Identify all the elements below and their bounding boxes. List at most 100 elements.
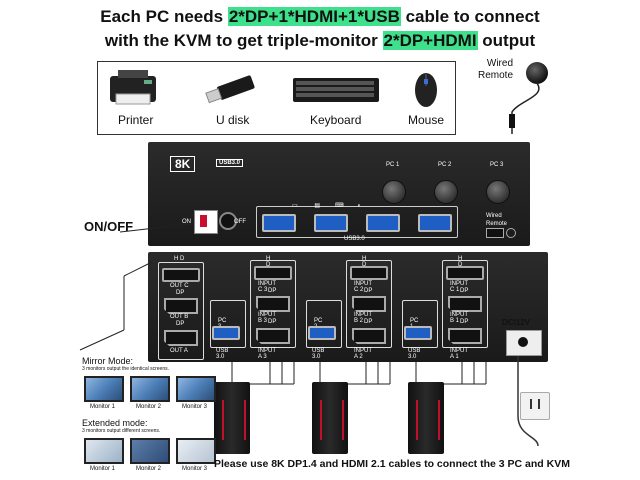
input-b-dp-port[interactable] xyxy=(256,296,290,312)
front-usb-frame xyxy=(256,206,458,238)
pc2-button[interactable] xyxy=(434,180,458,204)
headline-line-1: Each PC needs 2*DP+1*HDMI+1*USB cable to… xyxy=(0,7,640,27)
front-usb-port-2[interactable] xyxy=(314,214,348,232)
remote-port[interactable] xyxy=(486,228,504,238)
input-frame xyxy=(442,260,488,348)
dc-power-port[interactable] xyxy=(506,330,542,356)
input-dp-label-1: DP xyxy=(460,288,469,294)
usb-drive-icon xyxy=(202,74,262,104)
input-dp-label-2: DP xyxy=(268,319,277,325)
mirror-monitor-2-label: Monitor 2 xyxy=(136,404,162,410)
out-a-dp-port[interactable] xyxy=(164,330,198,346)
printer-icon xyxy=(104,68,162,108)
mirror-monitor-3-icon xyxy=(176,376,216,402)
pc-tower-3-icon xyxy=(214,382,250,454)
input-a-dp-port[interactable] xyxy=(352,328,386,344)
input-hd-label: H D xyxy=(458,256,463,268)
usb-host-port[interactable] xyxy=(308,326,336,340)
badge-usb3: USB3.0 xyxy=(216,159,244,167)
pc-tower-2-icon xyxy=(312,382,348,454)
front-usb-port-4[interactable] xyxy=(418,214,452,232)
input-a-label: INPUT A 3 xyxy=(258,348,276,360)
extended-monitor-2-icon xyxy=(130,438,170,464)
extended-monitor-2-label: Monitor 2 xyxy=(136,466,162,472)
output-port-group xyxy=(158,262,204,360)
input-b-label: INPUT B 1 xyxy=(450,312,468,324)
front-usb-device-icons: ▭ ▤ ⌨ ◖ xyxy=(292,203,361,209)
input-hd-label: H D xyxy=(266,256,271,268)
device-label-keyboard: Keyboard xyxy=(310,113,362,127)
device-label-mouse: Mouse xyxy=(408,113,445,127)
front-usb-port-1[interactable] xyxy=(262,214,296,232)
power-switch[interactable] xyxy=(194,210,218,234)
out-c-label: OUT C xyxy=(170,283,189,289)
usb-label: USB 3.0 xyxy=(216,348,229,360)
headline-text: with the KVM to get triple-monitor xyxy=(104,31,383,50)
out-b-label: OUT B xyxy=(170,314,189,320)
out-hd-label: H D xyxy=(174,256,185,262)
headline-text: Each PC needs xyxy=(100,7,228,26)
power-indicator-icon xyxy=(219,212,237,230)
mirror-monitor-3-label: Monitor 3 xyxy=(182,404,208,410)
wired-remote-label-line2: Remote xyxy=(478,70,514,81)
kvm-rear-panel: H D OUT C DP OUT B DP OUT A PC 3 USB 3.0… xyxy=(148,252,548,362)
input-a-label: INPUT A 1 xyxy=(450,348,468,360)
input-c-hdmi-port[interactable] xyxy=(350,266,388,280)
input-b-label: INPUT B 2 xyxy=(354,312,372,324)
pc1-button[interactable] xyxy=(382,180,406,204)
input-b-dp-port[interactable] xyxy=(448,296,482,312)
wired-remote-button-icon[interactable] xyxy=(526,62,548,84)
headline-text: cable to connect xyxy=(400,7,540,26)
extended-monitor-1-icon xyxy=(84,438,124,464)
mirror-mode-desc: 3 monitors output the identical screens. xyxy=(82,366,169,372)
front-remote-label-line1: Wired xyxy=(486,213,502,219)
pc3-button[interactable] xyxy=(486,180,510,204)
front-usb-label: USB3.0 xyxy=(344,236,365,242)
extended-monitor-3-label: Monitor 3 xyxy=(182,466,208,472)
input-c-hdmi-port[interactable] xyxy=(446,266,484,280)
input-hd-label: H D xyxy=(362,256,367,268)
remote-jack-icon xyxy=(506,228,516,238)
mirror-monitor-2-icon xyxy=(130,376,170,402)
extended-mode-desc: 3 monitors output different screens. xyxy=(82,428,161,434)
out-b-dp-port[interactable] xyxy=(164,298,198,314)
on-label: ON xyxy=(182,219,191,225)
off-label: OFF xyxy=(234,219,246,225)
input-frame xyxy=(250,260,296,348)
badge-8k: 8K xyxy=(170,156,196,172)
power-adapter-icon xyxy=(520,392,550,420)
wired-remote-label-line1: Wired xyxy=(486,58,514,69)
usb-label: USB 3.0 xyxy=(408,348,421,360)
mirror-mode-title: Mirror Mode: xyxy=(82,356,134,366)
peripheral-devices-panel xyxy=(97,61,456,135)
input-c-hdmi-port[interactable] xyxy=(254,266,292,280)
usb-frame xyxy=(402,300,438,348)
usb-label: USB 3.0 xyxy=(312,348,325,360)
out-dp-label-1: DP xyxy=(176,290,185,296)
extended-mode-title: Extended mode: xyxy=(82,418,148,428)
usb-host-port[interactable] xyxy=(404,326,432,340)
usb-host-port[interactable] xyxy=(212,326,240,340)
input-dp-label-1: DP xyxy=(268,288,277,294)
out-a-label: OUT A xyxy=(170,348,188,354)
out-c-hdmi-port[interactable] xyxy=(162,268,200,282)
power-cable xyxy=(517,356,539,447)
input-b-label: INPUT B 3 xyxy=(258,312,276,324)
kvm-front-panel: 8K USB3.0 ON OFF ▭ ▤ ⌨ ◖ USB3.0 PC 1 PC … xyxy=(148,142,530,246)
usb-frame xyxy=(306,300,342,348)
input-a-dp-port[interactable] xyxy=(256,328,290,344)
device-label-printer: Printer xyxy=(118,113,154,127)
input-b-dp-port[interactable] xyxy=(352,296,386,312)
pc1-button-label: PC 1 xyxy=(386,162,400,168)
pc-tower-1-icon xyxy=(408,382,444,454)
input-a-dp-port[interactable] xyxy=(448,328,482,344)
input-dp-label-1: DP xyxy=(364,288,373,294)
keyboard-icon xyxy=(292,76,380,104)
mouse-icon xyxy=(414,70,438,108)
front-remote-label: Wired Remote xyxy=(486,212,507,228)
pc2-button-label: PC 2 xyxy=(438,162,452,168)
front-usb-port-3[interactable] xyxy=(366,214,400,232)
pc3-button-label: PC 3 xyxy=(490,162,504,168)
out-dp-label-2: DP xyxy=(176,321,185,327)
